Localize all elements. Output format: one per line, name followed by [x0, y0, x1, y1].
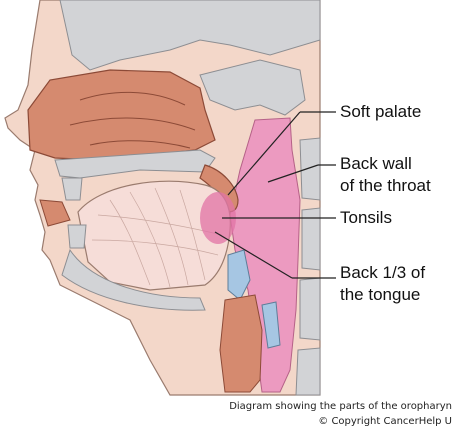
lower-teeth: [68, 225, 86, 248]
upper-teeth: [62, 178, 82, 200]
label-back-wall-line1: Back wall: [340, 153, 412, 175]
label-back-tongue-line1: Back 1/3 of: [340, 262, 425, 284]
vertebra-4: [296, 348, 320, 395]
label-back-wall-line2: of the throat: [340, 175, 431, 197]
label-tonsils: Tonsils: [340, 207, 392, 229]
label-back-tongue-line2: the tongue: [340, 284, 420, 306]
vertebra-3: [300, 278, 320, 340]
nasal-cavity: [28, 70, 215, 160]
vertebra-1: [300, 138, 320, 200]
larynx: [220, 295, 262, 392]
caption-line1: Diagram showing the parts of the orophar…: [229, 401, 452, 412]
caption-line2: © Copyright CancerHelp U: [318, 416, 452, 427]
vertebra-2: [302, 208, 320, 270]
label-soft-palate: Soft palate: [340, 101, 421, 123]
